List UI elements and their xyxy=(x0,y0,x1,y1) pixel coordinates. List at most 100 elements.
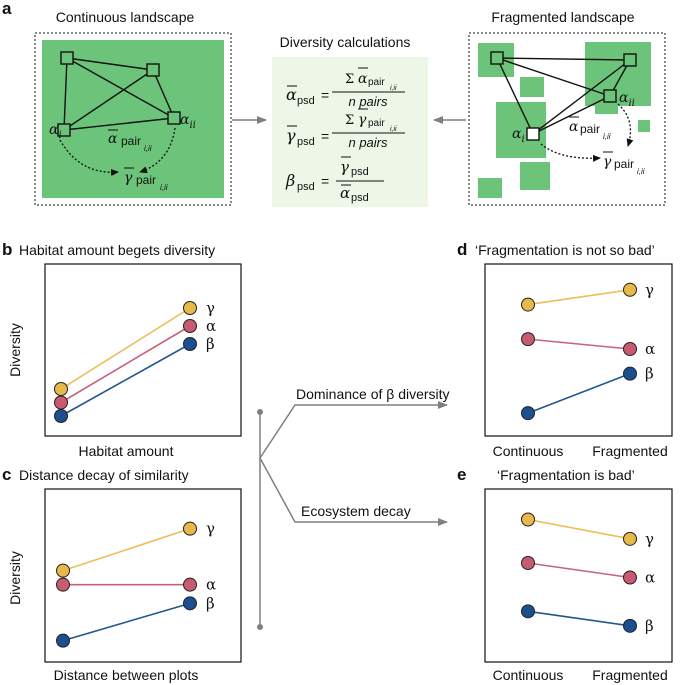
alpha-i-label-fragmented: αi xyxy=(512,126,525,145)
svg-text:psd: psd xyxy=(297,136,315,148)
data-point-d-0-0 xyxy=(521,297,535,312)
equation-box xyxy=(272,57,428,207)
series-line-d-1 xyxy=(527,338,631,350)
data-point-c-2-0 xyxy=(56,633,70,648)
panel-letter-e: e xyxy=(457,465,466,484)
series-label-e-2: β xyxy=(645,617,654,635)
panel-c-ylabel: Diversity xyxy=(7,551,23,605)
series-label-d-0: γ xyxy=(645,281,654,299)
panel-c-title: Distance decay of similarity xyxy=(19,467,189,483)
svg-text:γ: γ xyxy=(603,154,612,170)
alpha-pair-label-fragmented: α pair i,ii xyxy=(569,116,611,141)
svg-text:α: α xyxy=(340,184,350,202)
plot-square xyxy=(490,51,504,65)
series-line-e-2 xyxy=(527,610,631,627)
continuous-landscape-title: Continuous landscape xyxy=(56,9,195,25)
series-line-c-2 xyxy=(62,602,191,642)
svg-text:γ: γ xyxy=(124,170,133,186)
svg-text:Σ: Σ xyxy=(345,113,354,128)
data-point-e-1-0 xyxy=(521,556,535,570)
plot-square xyxy=(167,111,181,125)
svg-text:i,ii: i,ii xyxy=(144,144,152,153)
panel-c-xlabel: Distance between plots xyxy=(54,667,199,683)
panel-b-title: Habitat amount begets diversity xyxy=(19,242,215,258)
continuous-landscape-frame xyxy=(34,32,232,206)
svg-text:β: β xyxy=(285,171,295,190)
data-point-b-1-1 xyxy=(183,319,197,333)
data-point-b-0-1 xyxy=(183,301,197,315)
svg-text:i,ii: i,ii xyxy=(390,85,397,92)
dotted-arrow-right xyxy=(139,127,176,174)
plot-square xyxy=(603,89,617,103)
data-point-b-2-1 xyxy=(183,337,197,351)
equation-beta: β psd = γ psd α psd xyxy=(285,156,384,204)
series-line-d-0 xyxy=(527,289,631,306)
alpha-pair-label: α pair i,ii xyxy=(108,129,152,153)
svg-text:pair: pair xyxy=(136,173,156,187)
svg-text:n pairs: n pairs xyxy=(348,135,388,150)
data-point-e-2-1 xyxy=(623,618,637,633)
fragmented-landscape-frame xyxy=(468,32,666,206)
data-point-e-2-0 xyxy=(521,604,535,619)
series-label-e-1: α xyxy=(645,569,655,587)
panel-e-xtick-continuous: Continuous xyxy=(493,667,564,683)
plot-square xyxy=(623,53,637,67)
panel-d-xtick-continuous: Continuous xyxy=(493,443,564,459)
continuous-habitat-patch xyxy=(42,40,224,198)
series-label-c-2: β xyxy=(206,594,215,612)
series-label-d-2: β xyxy=(645,365,654,383)
fragmented-network xyxy=(496,57,631,135)
data-point-c-1-0 xyxy=(56,577,70,592)
series-line-b-2 xyxy=(60,343,191,417)
svg-text:=: = xyxy=(321,128,329,144)
data-point-e-1-1 xyxy=(623,570,637,585)
panel-letter-a: a xyxy=(2,0,12,18)
series-line-c-0 xyxy=(62,527,191,572)
series-label-e-0: γ xyxy=(645,530,654,548)
panel-b-plot-frame xyxy=(44,263,242,437)
panel-e-xtick-fragmented: Fragmented xyxy=(592,667,667,683)
svg-text:=: = xyxy=(321,87,329,103)
series-line-b-0 xyxy=(60,307,191,390)
series-label-b-0: γ xyxy=(206,299,215,317)
svg-text:psd: psd xyxy=(297,181,315,193)
svg-text:i,ii: i,ii xyxy=(637,167,645,176)
svg-text:psd: psd xyxy=(351,192,369,204)
panel-letter-d: d xyxy=(457,240,467,259)
data-point-c-1-1 xyxy=(183,577,197,592)
branching-arrows xyxy=(257,401,448,630)
svg-text:α: α xyxy=(358,71,368,87)
dotted-arrow-left-fragmented xyxy=(540,143,601,162)
plot-square xyxy=(146,63,160,77)
svg-text:α: α xyxy=(108,131,118,147)
panel-c-plot-frame xyxy=(44,488,242,663)
gamma-pair-label-fragmented: γ pair i,ii xyxy=(603,151,645,176)
series-label-b-1: α xyxy=(206,317,216,335)
alpha-ii-label: αii xyxy=(180,112,196,131)
plot-square xyxy=(526,127,540,141)
data-point-d-2-1 xyxy=(623,366,637,381)
series-label-d-1: α xyxy=(645,340,655,358)
data-point-d-0-1 xyxy=(623,282,637,297)
data-point-d-1-1 xyxy=(623,342,637,356)
panel-a: a Continuous landscape Diversity calcula… xyxy=(2,0,666,207)
panel-d-plot-frame xyxy=(484,263,673,437)
svg-text:α: α xyxy=(569,119,579,135)
series-label-b-2: β xyxy=(206,335,215,353)
svg-text:i,ii: i,ii xyxy=(160,183,168,192)
panel-e-title: ‘Fragmentation is bad’ xyxy=(497,467,635,483)
svg-text:α: α xyxy=(286,85,297,104)
series-line-b-1 xyxy=(60,325,191,404)
equation-gamma: γ psd = Σ γ pair i,ii n pairs xyxy=(286,108,405,150)
svg-text:Σ: Σ xyxy=(345,72,354,87)
data-point-b-2-0 xyxy=(54,409,68,423)
data-point-e-0-1 xyxy=(623,531,637,546)
equation-alpha: α psd = Σ α Σ pair i,ii n pairs xyxy=(286,67,405,109)
svg-text:psd: psd xyxy=(297,95,315,107)
series-label-c-0: γ xyxy=(206,520,215,538)
svg-text:psd: psd xyxy=(351,166,369,178)
panel-b-xlabel: Habitat amount xyxy=(79,443,174,459)
svg-text:pair: pair xyxy=(580,122,600,136)
svg-text:=: = xyxy=(321,173,329,189)
